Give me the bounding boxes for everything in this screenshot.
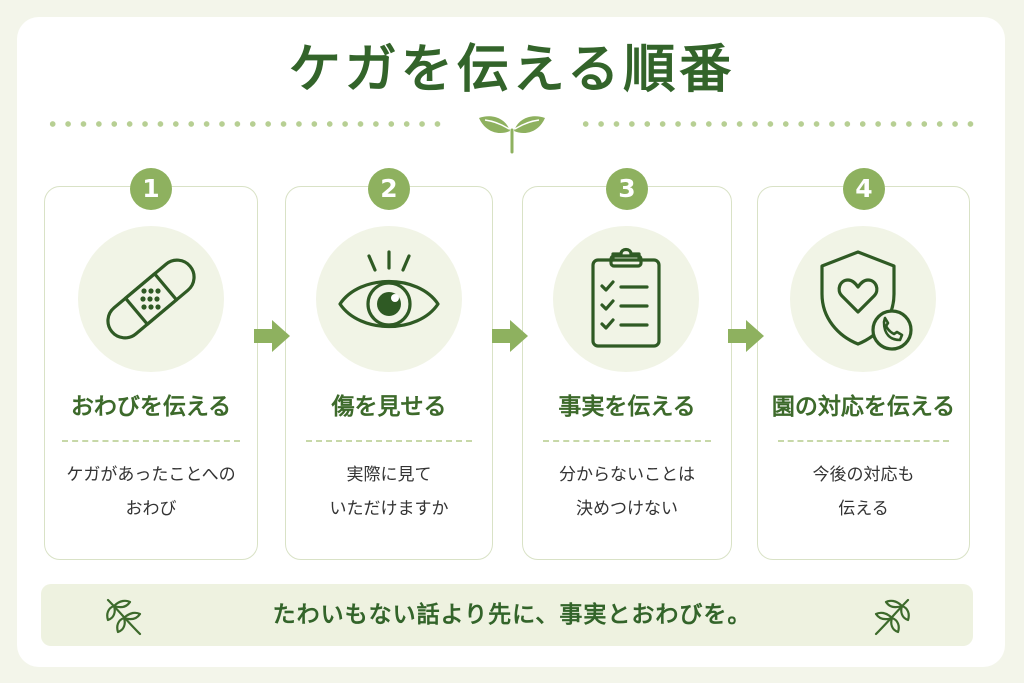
sprout-icon: [479, 116, 545, 154]
step-title: 事実を伝える: [558, 394, 696, 420]
page-title: ケガを伝える順番: [288, 40, 736, 100]
shield-heart-phone-icon: [820, 250, 913, 351]
leaf-branch-icon: [106, 598, 142, 636]
step-title: 園の対応を伝える: [771, 394, 956, 420]
step-title: おわびを伝える: [70, 394, 232, 420]
step-description-line: 今後の対応も: [812, 465, 915, 485]
dashed-separator: [62, 440, 240, 442]
step-number-badge: 1: [130, 168, 172, 210]
summary-banner-text: たわいもない話より先に、事実とおわびを。: [272, 602, 752, 628]
step-description-line: いただけますか: [329, 499, 449, 519]
summary-banner: [41, 584, 973, 646]
bandage-icon: [106, 258, 196, 340]
step-description-line: おわび: [125, 499, 177, 519]
eye-icon: [338, 250, 440, 329]
arrow-right-icon: [254, 320, 290, 352]
step-number-badge: 4: [843, 168, 885, 210]
step-description: ケガがあったことへの おわび: [44, 458, 258, 526]
step-description-line: 分からないことは: [559, 465, 695, 485]
step-description-line: 決めつけない: [576, 499, 678, 519]
dotted-divider-right: [578, 120, 978, 128]
dashed-separator: [778, 440, 949, 442]
step-number-badge: 2: [368, 168, 410, 210]
dotted-divider-left: [45, 120, 445, 128]
dashed-separator: [543, 440, 711, 442]
leaf-branch-icon: [874, 598, 910, 636]
step-description-line: 実際に見て: [346, 465, 432, 485]
icon-backdrop: [316, 226, 462, 372]
clipboard-checklist-icon: [591, 247, 661, 348]
icon-backdrop: [790, 226, 936, 372]
icon-backdrop: [78, 226, 224, 372]
arrow-right-icon: [492, 320, 528, 352]
icon-backdrop: [553, 226, 699, 372]
step-title: 傷を見せる: [331, 394, 447, 420]
dashed-separator: [306, 440, 472, 442]
step-number-badge: 3: [606, 168, 648, 210]
step-description: 分からないことは 決めつけない: [522, 458, 732, 526]
step-description-line: ケガがあったことへの: [66, 465, 236, 485]
step-description-line: 伝える: [838, 499, 889, 519]
arrow-right-icon: [728, 320, 764, 352]
step-description: 実際に見て いただけますか: [285, 458, 493, 526]
step-description: 今後の対応も 伝える: [757, 458, 970, 526]
